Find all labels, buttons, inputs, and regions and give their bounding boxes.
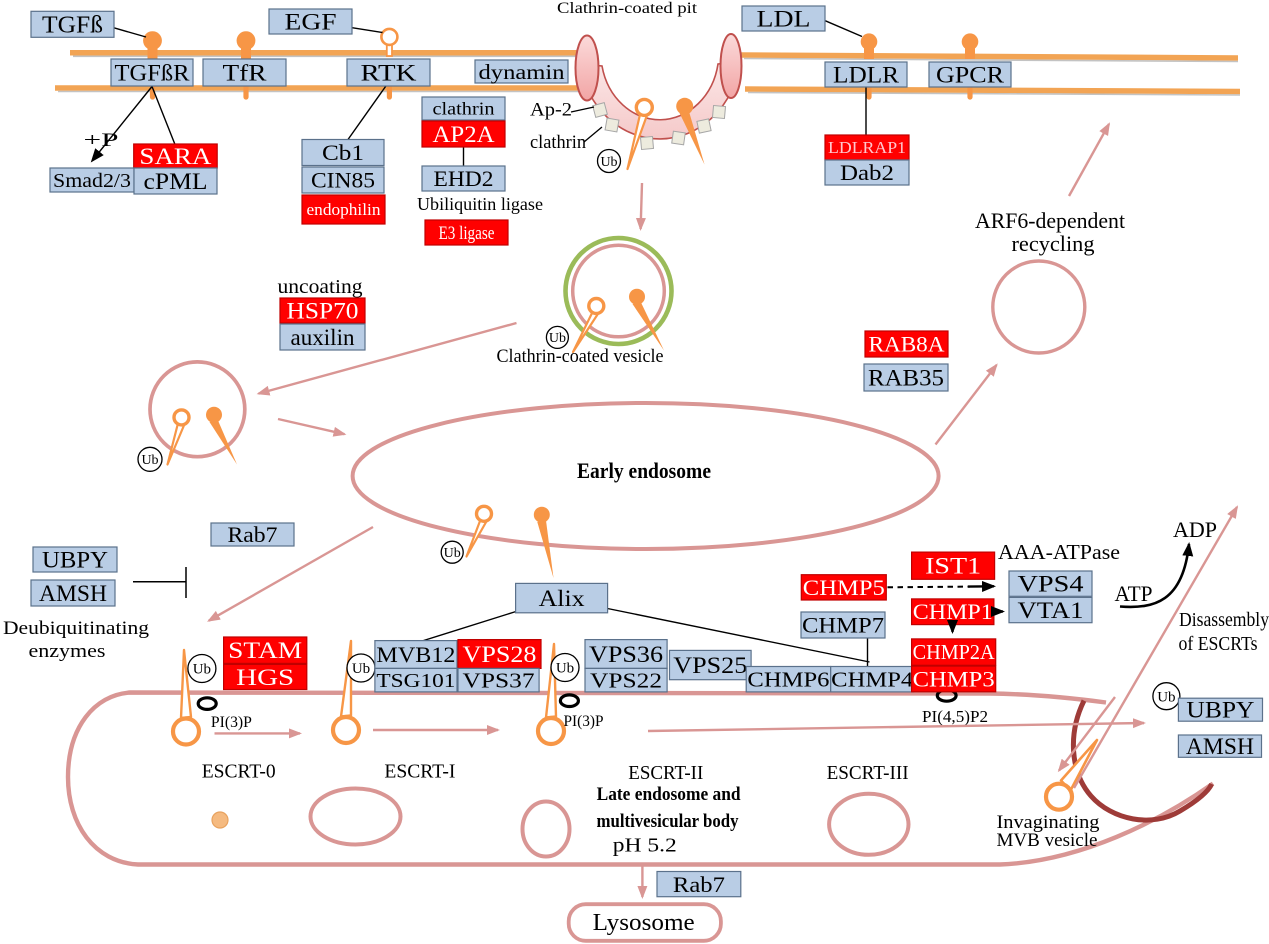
svg-text:LDL: LDL (757, 6, 811, 31)
svg-text:Ub: Ub (193, 662, 211, 678)
svg-text:ATP: ATP (1115, 581, 1153, 606)
svg-text:PI(4,5)P2: PI(4,5)P2 (922, 707, 988, 726)
svg-text:AMSH: AMSH (1186, 734, 1254, 759)
svg-text:auxilin: auxilin (291, 325, 355, 350)
svg-text:multivesicular body: multivesicular body (597, 811, 739, 832)
svg-text:Ub: Ub (549, 331, 566, 346)
svg-text:SARA: SARA (139, 144, 211, 169)
svg-text:LDLR: LDLR (833, 62, 899, 88)
svg-text:CHMP1: CHMP1 (913, 599, 993, 624)
svg-text:pH 5.2: pH 5.2 (613, 835, 677, 857)
svg-text:VPS25: VPS25 (673, 653, 747, 678)
svg-text:CHMP5: CHMP5 (803, 575, 885, 600)
svg-text:VPS28: VPS28 (463, 642, 537, 667)
svg-text:TGFß: TGFß (42, 12, 103, 38)
svg-text:Disassembly: Disassembly (1179, 609, 1269, 631)
svg-text:RAB8A: RAB8A (869, 332, 946, 357)
svg-text:RTK: RTK (361, 60, 417, 86)
svg-text:Ub: Ub (352, 661, 370, 677)
svg-text:AAA-ATPase: AAA-ATPase (998, 540, 1120, 564)
svg-text:Ub: Ub (444, 546, 461, 561)
svg-text:LDLRAP1: LDLRAP1 (828, 138, 906, 157)
svg-text:CHMP3: CHMP3 (913, 666, 995, 691)
svg-text:CHMP2A: CHMP2A (913, 640, 996, 664)
svg-text:RAB35: RAB35 (868, 365, 944, 390)
svg-text:PI(3)P: PI(3)P (564, 713, 604, 730)
svg-text:+P: +P (84, 130, 119, 151)
svg-text:E3 ligase: E3 ligase (439, 223, 495, 244)
svg-text:clathrin: clathrin (530, 132, 586, 153)
svg-text:uncoating: uncoating (278, 276, 363, 298)
svg-text:HGS: HGS (236, 665, 294, 690)
svg-text:MVB12: MVB12 (376, 642, 455, 667)
svg-text:Alix: Alix (539, 586, 585, 612)
svg-text:TSG101: TSG101 (376, 670, 455, 692)
svg-text:Smad2/3: Smad2/3 (53, 170, 131, 192)
svg-text:Ub: Ub (1157, 689, 1175, 705)
svg-text:CHMP7: CHMP7 (802, 612, 884, 637)
svg-text:Rab7: Rab7 (228, 522, 278, 547)
svg-text:VTA1: VTA1 (1018, 598, 1084, 623)
svg-text:AMSH: AMSH (39, 581, 107, 606)
svg-text:dynamin: dynamin (479, 60, 565, 84)
svg-text:recycling: recycling (1012, 231, 1095, 256)
svg-text:Late endosome and: Late endosome and (597, 784, 741, 805)
svg-text:GPCR: GPCR (936, 62, 1004, 88)
svg-text:CIN85: CIN85 (311, 168, 375, 193)
svg-text:Lysosome: Lysosome (593, 910, 695, 936)
svg-text:cPML: cPML (144, 169, 208, 195)
svg-text:clathrin: clathrin (433, 99, 495, 119)
svg-text:IST1: IST1 (925, 554, 981, 579)
svg-text:Ub: Ub (600, 155, 617, 170)
svg-text:AP2A: AP2A (433, 122, 495, 147)
svg-text:EHD2: EHD2 (434, 166, 494, 191)
svg-text:UBPY: UBPY (42, 547, 108, 572)
svg-text:HSP70: HSP70 (287, 298, 359, 323)
svg-text:Ub: Ub (141, 453, 158, 468)
svg-text:PI(3)P: PI(3)P (211, 714, 252, 731)
svg-text:VPS4: VPS4 (1018, 571, 1085, 596)
svg-text:Clathrin-coated pit: Clathrin-coated pit (557, 0, 698, 17)
svg-text:Early endosome: Early endosome (577, 458, 711, 483)
svg-text:Ubiliquitin ligase: Ubiliquitin ligase (417, 194, 543, 214)
svg-text:Cb1: Cb1 (322, 140, 364, 165)
svg-text:ESCRT-II: ESCRT-II (628, 762, 703, 784)
svg-text:CHMP4: CHMP4 (831, 668, 913, 692)
svg-text:Ub: Ub (556, 661, 574, 677)
svg-text:Ap-2: Ap-2 (530, 100, 572, 121)
svg-text:ESCRT-III: ESCRT-III (827, 762, 909, 784)
svg-text:Invaginating: Invaginating (997, 812, 1101, 833)
svg-text:MVB vesicle: MVB vesicle (997, 830, 1098, 851)
svg-text:of ESCRTs: of ESCRTs (1179, 633, 1258, 655)
svg-text:ARF6-dependent: ARF6-dependent (975, 208, 1125, 233)
svg-text:VPS22: VPS22 (590, 668, 662, 692)
svg-text:CHMP6: CHMP6 (747, 668, 829, 692)
svg-text:VPS36: VPS36 (589, 642, 663, 667)
svg-text:TGFßR: TGFßR (115, 60, 190, 86)
svg-text:enzymes: enzymes (29, 641, 106, 662)
svg-text:TfR: TfR (223, 60, 267, 86)
svg-text:Clathrin-coated vesicle: Clathrin-coated vesicle (497, 346, 664, 367)
svg-text:UBPY: UBPY (1186, 698, 1254, 723)
svg-text:EGF: EGF (285, 9, 337, 34)
svg-text:ADP: ADP (1173, 517, 1217, 542)
svg-text:Rab7: Rab7 (673, 872, 725, 897)
svg-text:ESCRT-I: ESCRT-I (384, 761, 455, 783)
svg-text:Dab2: Dab2 (840, 160, 894, 185)
svg-text:VPS37: VPS37 (463, 668, 535, 692)
svg-text:ESCRT-0: ESCRT-0 (202, 761, 276, 783)
svg-text:Deubiquitinating: Deubiquitinating (3, 618, 150, 639)
svg-text:STAM: STAM (228, 638, 302, 663)
svg-text:endophilin: endophilin (307, 200, 381, 219)
